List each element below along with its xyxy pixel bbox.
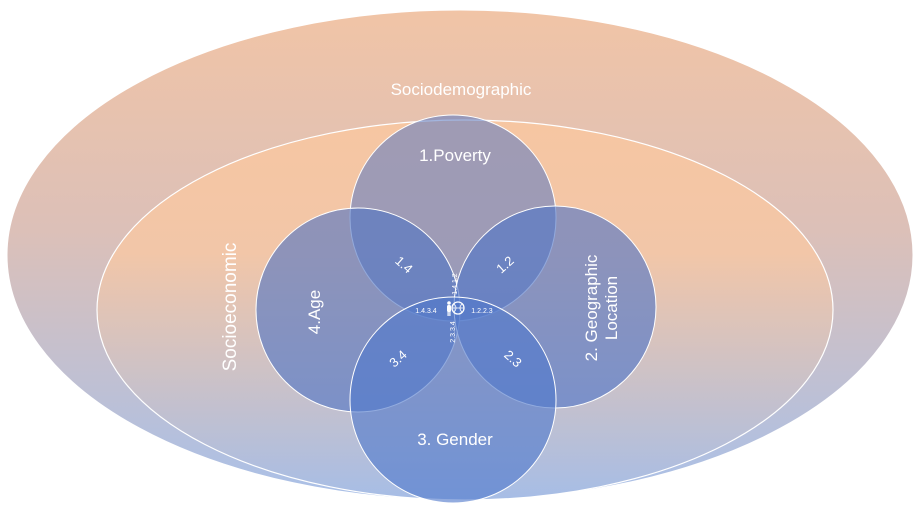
overlap-1-4-3-4: 1.4.3.4 — [415, 308, 437, 315]
overlap-2-3-3-4: 2.3.3.4 — [450, 321, 457, 343]
geographic-label-line1: 2. Geographic — [582, 254, 601, 361]
poverty-label: 1.Poverty — [419, 146, 491, 165]
age-label: 4.Age — [305, 290, 324, 334]
sociodemographic-label: Sociodemographic — [391, 80, 532, 99]
venn-circles — [255, 114, 657, 504]
geographic-location-label: 2. Geographic Location — [582, 254, 621, 361]
overlap-1-2-2-3: 1.2.2.3 — [471, 308, 493, 315]
overlap-1-4-1-2: 1.4.1.2 — [452, 273, 459, 295]
gender-circle — [349, 296, 557, 504]
people-globe-icon — [447, 301, 465, 316]
geographic-label-line2: Location — [602, 276, 621, 340]
socioeconomic-label: Socioeconomic — [220, 243, 241, 372]
gender-label: 3. Gender — [417, 430, 493, 449]
